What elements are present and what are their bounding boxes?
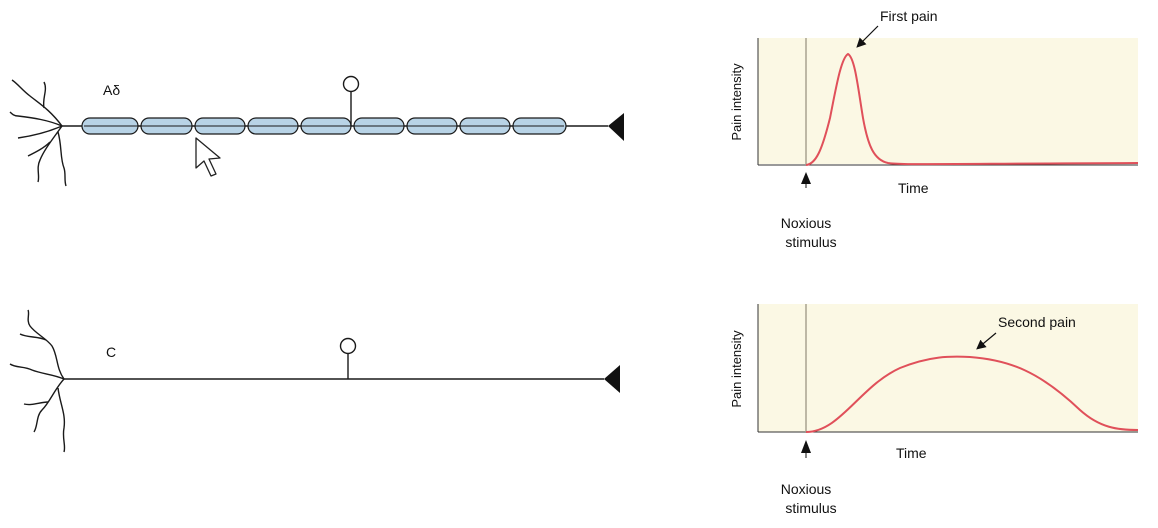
second-pain-y-axis-label: Pain intensity [729, 330, 744, 408]
second-pain-curve [805, 355, 1139, 433]
a-delta-myelin-sheath [81, 117, 567, 135]
a-delta-axon-terminal [608, 113, 624, 141]
first-pain-panel: Pain intensity Time Noxious stimulus Fir… [729, 8, 1139, 250]
first-pain-plot-area [758, 38, 1138, 164]
second-pain-x-axis-label: Time [896, 445, 927, 461]
a-delta-neuron: Aδ [9, 75, 624, 187]
c-fiber-free-nerve-endings [9, 309, 66, 453]
c-fiber-neuron: C [9, 309, 620, 453]
a-delta-free-nerve-endings [9, 79, 67, 187]
first-pain-y-axis-label: Pain intensity [729, 63, 744, 141]
second-pain-annotation: Second pain [998, 314, 1076, 330]
first-pain-stimulus-label-line2: stimulus [785, 234, 836, 250]
second-pain-stimulus-label-line1: Noxious [781, 481, 832, 497]
first-pain-stimulus-arrow [801, 172, 811, 188]
second-pain-annotation-arrow [976, 332, 997, 350]
cursor-pointer-icon [195, 137, 221, 177]
second-pain-stimulus-arrow [801, 440, 811, 458]
c-fiber-label: C [106, 344, 116, 360]
a-delta-label: Aδ [103, 82, 120, 98]
first-pain-curve [805, 52, 1139, 166]
c-fiber-cell-body [339, 337, 357, 379]
first-pain-stimulus-label-line1: Noxious [781, 215, 832, 231]
first-pain-annotation: First pain [880, 8, 938, 24]
a-delta-cell-body [342, 75, 360, 126]
c-fiber-axon-terminal [604, 365, 620, 393]
second-pain-stimulus-label-line2: stimulus [785, 500, 836, 516]
second-pain-plot-area [758, 304, 1138, 432]
first-pain-annotation-arrow [856, 25, 879, 48]
second-pain-panel: Pain intensity Time Noxious stimulus Sec… [729, 304, 1139, 516]
first-pain-x-axis-label: Time [898, 180, 929, 196]
